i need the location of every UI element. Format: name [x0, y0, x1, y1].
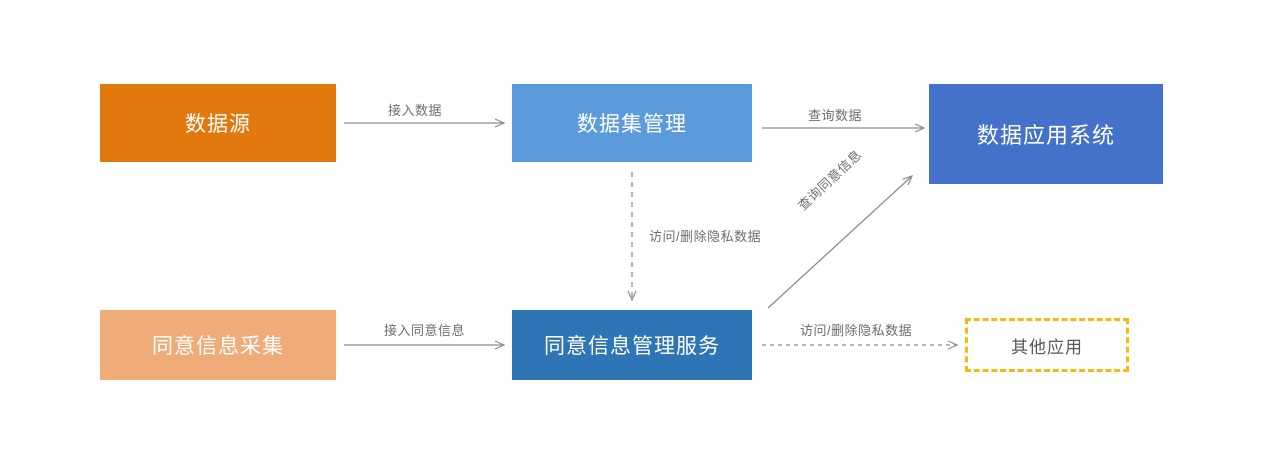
- node-consent-service-label: 同意信息管理服务: [544, 335, 720, 358]
- node-dataset-mgmt[interactable]: 数据集管理: [512, 84, 752, 162]
- edge-query-consent: [767, 175, 914, 309]
- edge-label-ingest-consent: 接入同意信息: [384, 323, 466, 338]
- edge-label-ingest-data: 接入数据: [388, 103, 443, 118]
- node-data-source-label: 数据源: [185, 113, 251, 136]
- node-other-app-label: 其他应用: [1011, 337, 1083, 357]
- node-dataset-mgmt-label: 数据集管理: [577, 113, 687, 136]
- node-data-source[interactable]: 数据源: [100, 84, 336, 162]
- edge-label-access-delete-top: 访问/删除隐私数据: [649, 229, 762, 244]
- node-consent-service[interactable]: 同意信息管理服务: [512, 310, 752, 380]
- edge-label-query-consent: 查询同意信息: [795, 146, 865, 214]
- node-data-app-system-label: 数据应用系统: [976, 123, 1115, 148]
- node-consent-collect-label: 同意信息采集: [152, 335, 284, 358]
- node-consent-collect[interactable]: 同意信息采集: [100, 310, 336, 380]
- edge-label-query-data: 查询数据: [808, 108, 863, 123]
- edge-label-access-delete-bottom: 访问/删除隐私数据: [800, 323, 913, 338]
- node-other-app[interactable]: 其他应用: [965, 318, 1129, 372]
- node-data-app-system[interactable]: 数据应用系统: [929, 84, 1163, 184]
